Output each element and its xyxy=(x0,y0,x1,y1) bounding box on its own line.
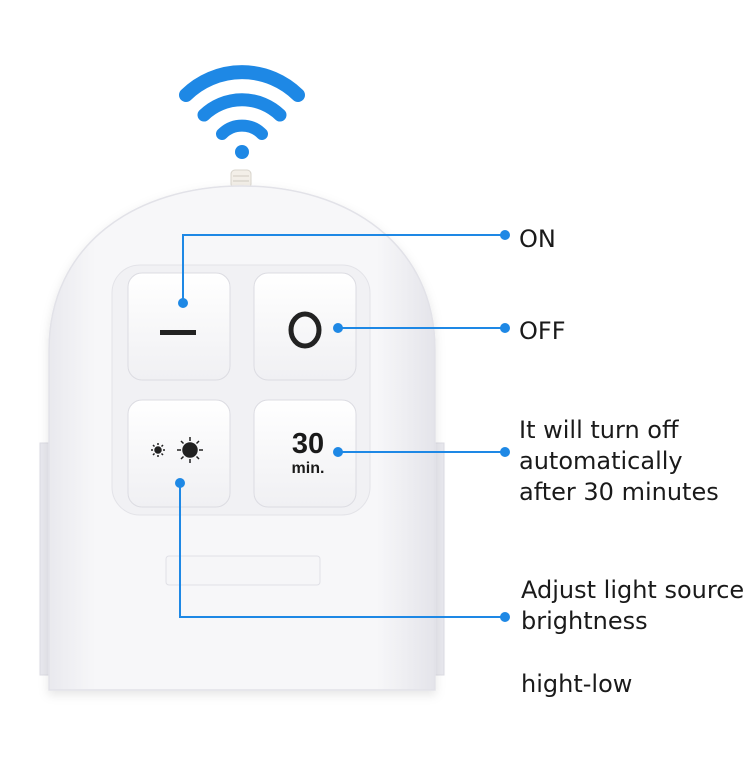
label-timer-line3: after 30 minutes xyxy=(519,478,719,506)
label-timer-line2: automatically xyxy=(519,447,683,475)
brightness-button[interactable] xyxy=(127,399,231,508)
timer-unit: min. xyxy=(292,460,325,477)
callout-line-on xyxy=(182,234,505,303)
label-brightness-line1: Adjust light source xyxy=(521,576,745,604)
timer-button[interactable]: 30 min. xyxy=(253,399,357,508)
label-off: OFF xyxy=(519,317,566,345)
wifi-icon xyxy=(179,65,305,159)
callout-lines xyxy=(175,230,510,622)
off-button[interactable] xyxy=(253,272,357,381)
on-button[interactable] xyxy=(127,272,231,381)
lower-slot xyxy=(165,555,321,586)
timer-value: 30 xyxy=(292,428,324,460)
label-brightness-line2: brightness xyxy=(521,607,648,635)
label-range: hight-low xyxy=(521,670,633,698)
circle-icon xyxy=(288,311,322,349)
callout-line-brightness xyxy=(179,483,505,618)
label-timer-line1: It will turn off xyxy=(519,416,679,444)
sun-icon xyxy=(151,437,203,463)
antenna-nub xyxy=(230,169,252,189)
minus-icon xyxy=(160,330,196,335)
label-on: ON xyxy=(519,225,556,253)
